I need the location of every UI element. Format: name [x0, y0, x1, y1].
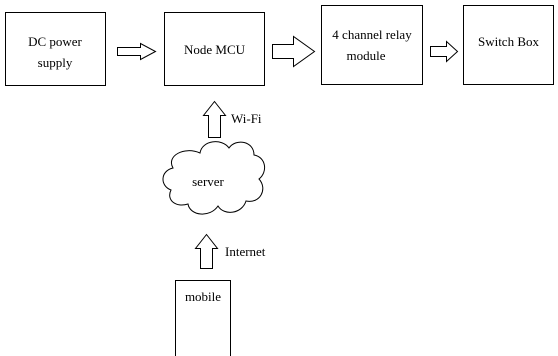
- arrow-server-to-mcu: [202, 100, 227, 138]
- dc-power-supply-block: DC power supply: [5, 12, 106, 86]
- relay-module-label-line2: module: [347, 48, 386, 63]
- node-mcu-label: Node MCU: [184, 42, 246, 57]
- server-cloud: server: [162, 141, 266, 215]
- internet-label: Internet: [225, 244, 266, 259]
- wifi-label: Wi-Fi: [231, 111, 262, 126]
- dc-power-supply-label-line2: supply: [38, 55, 73, 70]
- relay-module-block: 4 channel relay module: [321, 5, 423, 85]
- arrow-mobile-to-server: [194, 233, 219, 269]
- switch-box-label: Switch Box: [478, 34, 540, 49]
- arrow-relay-to-switchbox: [430, 40, 459, 63]
- relay-module-label-line1: 4 channel relay: [332, 27, 412, 42]
- mobile-block: mobile: [175, 280, 231, 356]
- arrow-mcu-to-relay: [272, 35, 316, 68]
- mobile-label: mobile: [185, 289, 221, 304]
- server-label: server: [192, 174, 224, 189]
- switch-box-block: Switch Box: [463, 5, 554, 85]
- node-mcu-block: Node MCU: [164, 12, 265, 86]
- dc-power-supply-label-line1: DC power: [28, 34, 82, 49]
- cloud-shape: [162, 141, 266, 215]
- arrow-dc-to-mcu: [117, 42, 157, 61]
